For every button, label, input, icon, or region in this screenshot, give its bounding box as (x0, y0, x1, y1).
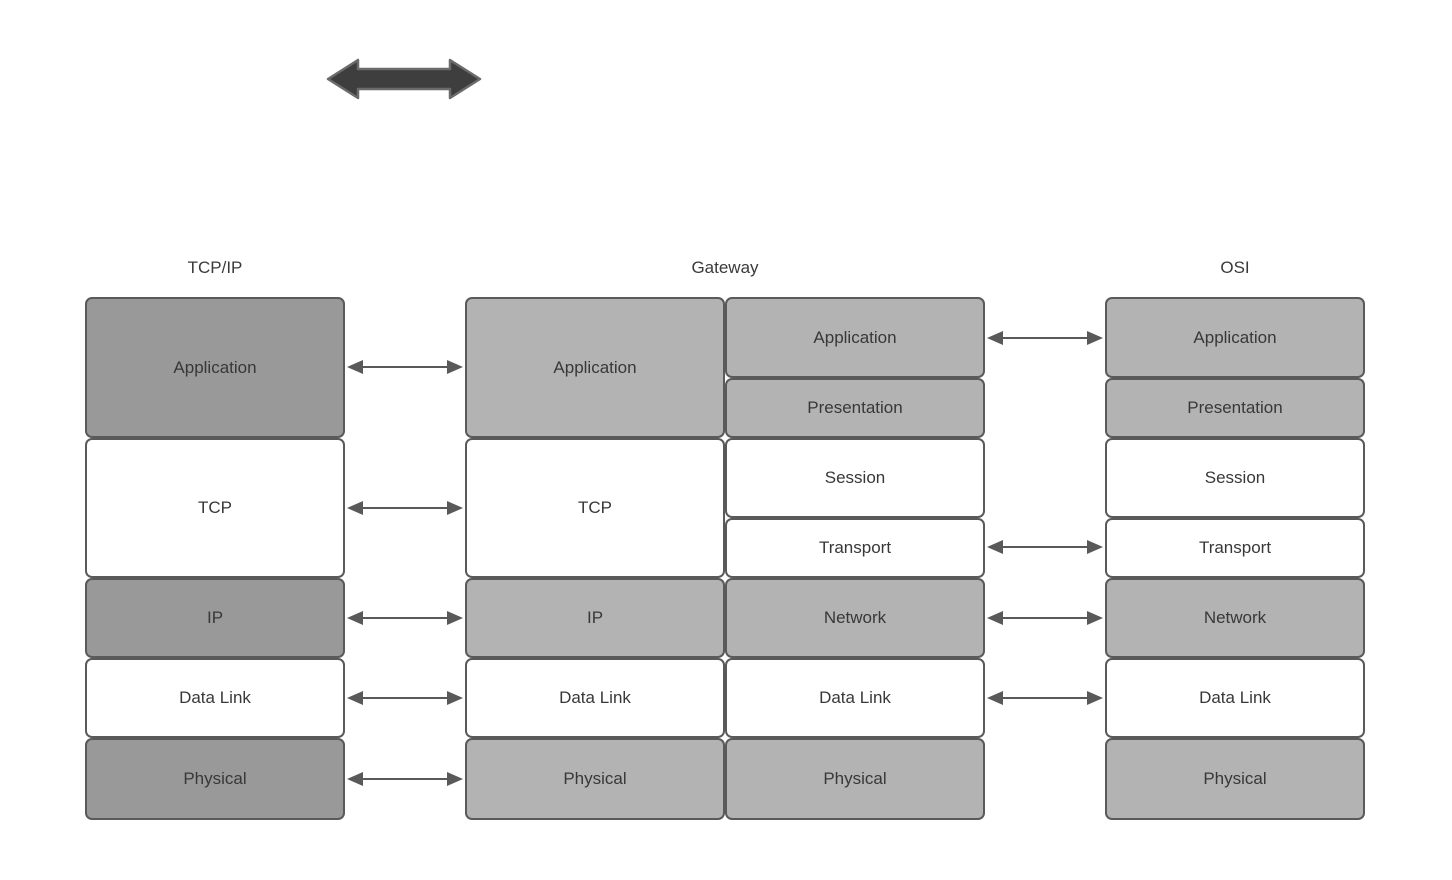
gateway-right-layer-network: Network (725, 578, 985, 658)
arrow-tcpip-gateway-application-icon (347, 360, 463, 374)
layer-label: IP (586, 608, 604, 627)
gateway-right-layer-presentation: Presentation (725, 378, 985, 438)
layer-label: Physical (563, 769, 627, 788)
arrow-tcpip-gateway-data-link-icon (347, 691, 463, 705)
layer-label: Physical (183, 769, 247, 788)
column-title-osi: OSI (1220, 258, 1250, 277)
column-title-tcpip: TCP/IP (187, 258, 243, 277)
layer-label: TCP (198, 498, 232, 517)
column-title-gateway: Gateway (691, 258, 759, 277)
layer-label: Presentation (807, 398, 903, 417)
gateway-left-layer-application: Application (465, 297, 725, 438)
layer-label: IP (206, 608, 224, 627)
gateway-right-layer-transport: Transport (725, 518, 985, 578)
arrow-tcpip-gateway-physical-icon (347, 772, 463, 786)
layer-label: Application (173, 357, 257, 377)
tcpip-layer-physical: Physical (85, 738, 345, 820)
layer-label: Presentation (1187, 398, 1283, 417)
gateway-left-layer-physical: Physical (465, 738, 725, 820)
gateway-right-layer-data-link: Data Link (725, 658, 985, 738)
layer-label: Session (1204, 468, 1266, 487)
osi-layer-physical: Physical (1105, 738, 1365, 820)
layer-label: Application (1193, 327, 1277, 347)
osi-layer-session: Session (1105, 438, 1365, 518)
layer-label: Application (553, 357, 637, 377)
tcpip-layer-tcp: TCP (85, 438, 345, 578)
gateway-left-layer-ip: IP (465, 578, 725, 658)
layer-label: Data Link (1199, 688, 1271, 707)
osi-layer-data-link: Data Link (1105, 658, 1365, 738)
gateway-left-layer-data-link: Data Link (465, 658, 725, 738)
arrow-gateway-osi-transport-icon (987, 540, 1103, 554)
layer-label: TCP (578, 498, 612, 517)
tcpip-layer-application: Application (85, 297, 345, 438)
double-headed-arrow-icon (326, 58, 482, 100)
arrow-gateway-osi-application-icon (987, 331, 1103, 345)
osi-layer-transport: Transport (1105, 518, 1365, 578)
layer-label: Network (823, 608, 887, 627)
tcpip-layer-data-link: Data Link (85, 658, 345, 738)
layer-label: Transport (1198, 538, 1272, 557)
arrow-gateway-osi-data-link-icon (987, 691, 1103, 705)
tcpip-layer-ip: IP (85, 578, 345, 658)
arrow-tcpip-gateway-tcp-icon (347, 501, 463, 515)
arrow-gateway-osi-network-icon (987, 611, 1103, 625)
gateway-left-layer-tcp: TCP (465, 438, 725, 578)
layer-label: Physical (1203, 769, 1267, 788)
gateway-right-layer-application: Application (725, 297, 985, 378)
osi-layer-presentation: Presentation (1105, 378, 1365, 438)
osi-layer-application: Application (1105, 297, 1365, 378)
osi-layer-network: Network (1105, 578, 1365, 658)
layer-label: Physical (823, 769, 887, 788)
gateway-right-layer-physical: Physical (725, 738, 985, 820)
layer-label: Data Link (179, 688, 251, 707)
gateway-right-layer-session: Session (725, 438, 985, 518)
layer-label: Data Link (819, 688, 891, 707)
layer-label: Application (813, 327, 897, 347)
layer-label: Session (824, 468, 886, 487)
arrow-tcpip-gateway-ip-icon (347, 611, 463, 625)
layer-label: Network (1203, 608, 1267, 627)
layer-label: Transport (818, 538, 892, 557)
layer-label: Data Link (559, 688, 631, 707)
